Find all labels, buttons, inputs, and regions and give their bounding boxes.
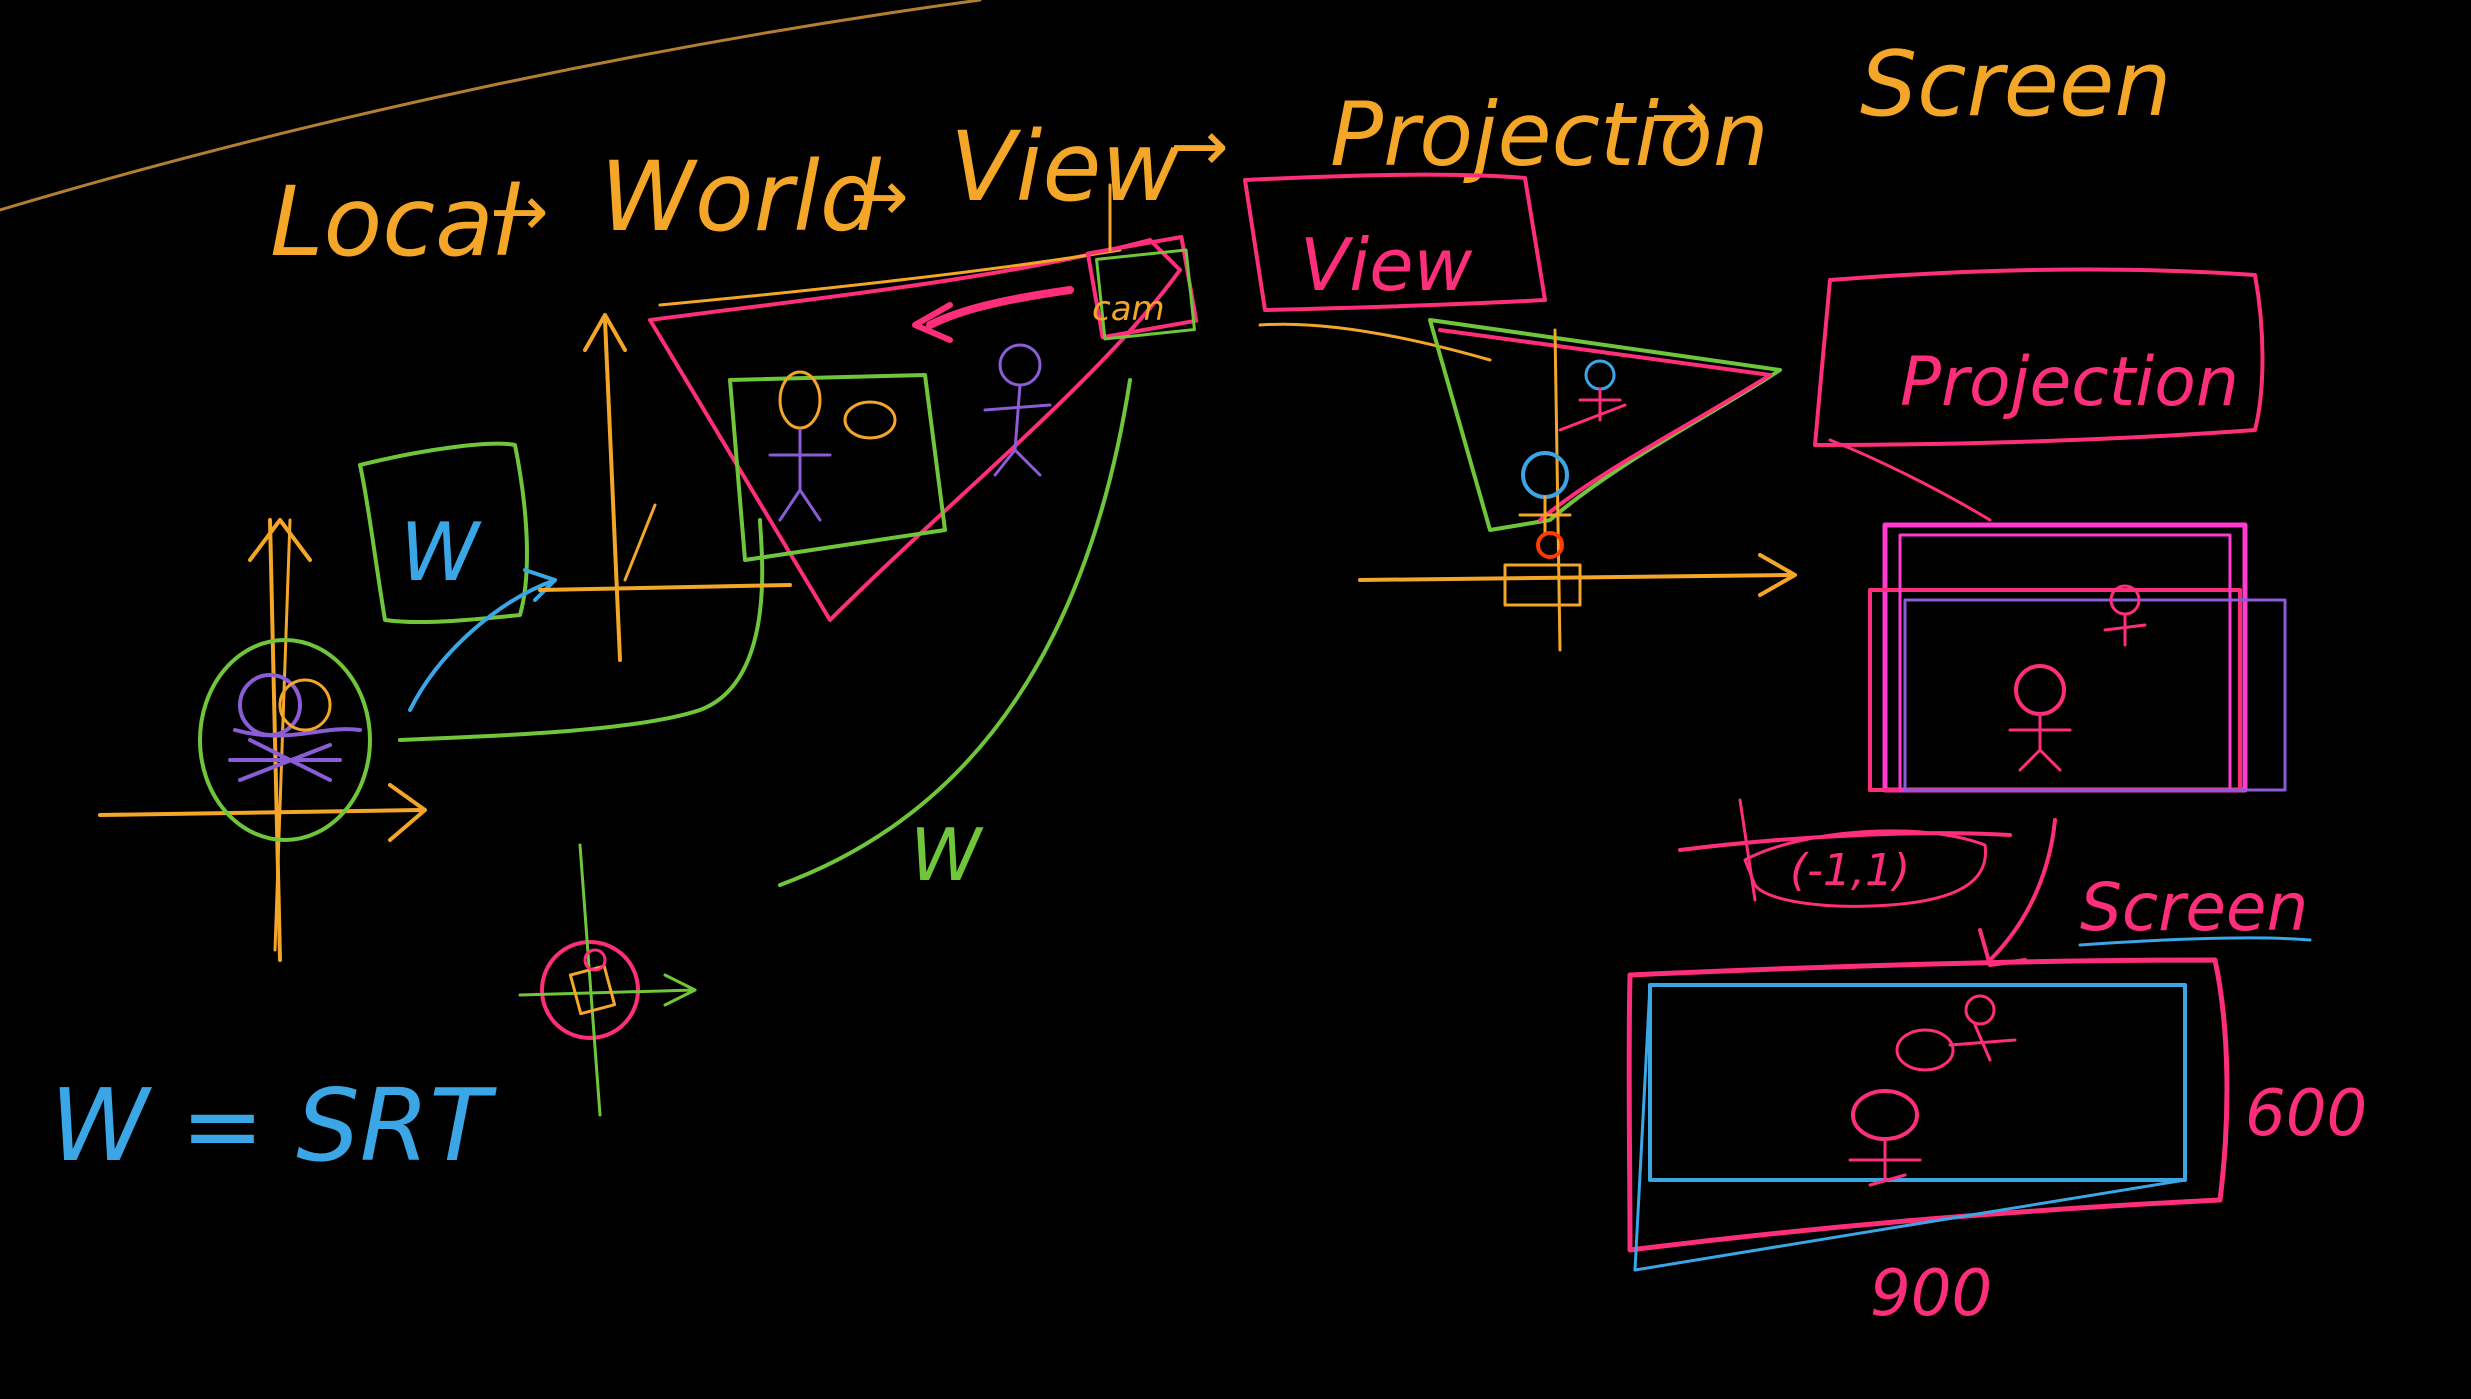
screen-rectangle bbox=[1626, 957, 2230, 1272]
title-local: Local bbox=[270, 166, 521, 278]
title-projection: Projection bbox=[1330, 83, 1769, 186]
title-world: World bbox=[600, 141, 882, 253]
camera-label: cam bbox=[1092, 289, 1165, 329]
view-box-label: View bbox=[1300, 223, 1473, 307]
title-arrow-1: → bbox=[490, 170, 549, 252]
screen-width-label: 900 bbox=[1870, 1257, 1992, 1331]
world-frustum: cam bbox=[648, 183, 1199, 622]
w-equals-srt: W = SRT bbox=[50, 1067, 497, 1184]
view-box: View bbox=[1243, 172, 1547, 362]
title-pipeline: Local → World → View → Projection → Scre… bbox=[270, 32, 2171, 278]
title-arrow-3: → bbox=[1170, 105, 1229, 187]
title-arrow-4: → bbox=[1650, 75, 1709, 157]
green-curve-local-to-world bbox=[398, 518, 765, 742]
ndc-cube bbox=[1868, 522, 2287, 793]
local-space-object bbox=[98, 518, 427, 962]
green-curve-to-w bbox=[778, 378, 1132, 887]
w-curve-label: W bbox=[910, 813, 984, 897]
projection-box-label: Projection bbox=[1900, 343, 2239, 422]
world-axes bbox=[538, 313, 792, 662]
corner-sweep-decoration bbox=[0, 0, 982, 212]
screen-height-label: 600 bbox=[2245, 1077, 2367, 1151]
w-box-label: W bbox=[400, 506, 482, 599]
world-transform-box: W bbox=[358, 441, 557, 712]
title-screen: Screen bbox=[1860, 32, 2171, 137]
down-arrow-to-screen: Screen bbox=[1978, 818, 2312, 967]
ndc-label: (-1,1) bbox=[1790, 845, 1910, 896]
screen-label: Screen bbox=[2080, 869, 2308, 946]
title-view: View bbox=[950, 111, 1180, 223]
title-arrow-2: → bbox=[850, 155, 909, 237]
projection-box: Projection bbox=[1813, 267, 2265, 522]
ndc-range: (-1,1) bbox=[1678, 798, 2012, 908]
view-space-frustum bbox=[1358, 318, 1797, 652]
rotated-object bbox=[518, 843, 697, 1117]
